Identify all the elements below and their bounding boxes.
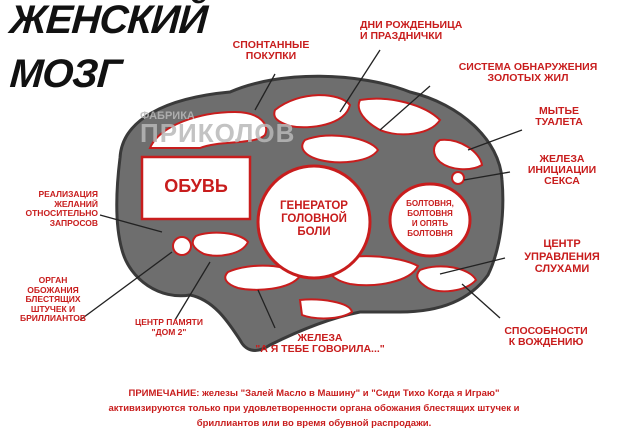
footnote-line-2: активизируются только при удовлетворенно… xyxy=(108,403,520,414)
label-birthdays: ДНИ РОЖДЕНЬИЦА И ПРАЗДНИЧКИ xyxy=(360,19,463,42)
watermark-top: ФАБРИКА xyxy=(140,110,195,122)
label-dom2: ЦЕНТР ПАМЯТИ "ДОМ 2" xyxy=(135,317,203,337)
small-gland-left xyxy=(172,236,192,256)
label-wash: МЫТЬЕ ТУАЛЕТА xyxy=(535,105,583,128)
small-gland-right xyxy=(451,171,465,185)
label-told-you: ЖЕЛЕЗА "А Я ТЕБЕ ГОВОРИЛА..." xyxy=(255,332,385,355)
label-wishes: РЕАЛИЗАЦИЯ ЖЕЛАНИЙ ОТНОСИТЕЛЬНО ЗАПРОСОВ xyxy=(25,189,99,228)
lobe-top-right xyxy=(357,97,442,136)
lobe-bottom-left xyxy=(191,231,250,257)
footnote-line-1: ПРИМЕЧАНИЕ: железы "Залей Масло в Машину… xyxy=(128,388,500,399)
watermark-main: ПРИКОЛОВ xyxy=(140,118,296,148)
lobe-right-a xyxy=(433,138,484,171)
watermark: ФАБРИКА ПРИКОЛОВ xyxy=(140,110,296,149)
title-line-1: ЖЕНСКИЙ xyxy=(8,0,209,42)
lobe-mid-a xyxy=(301,134,380,164)
lobe-top-left xyxy=(148,110,268,149)
chatter-label: БОЛТОВНЯ, БОЛТОВНЯ И ОПЯТЬ БОЛТОВНЯ xyxy=(406,199,454,238)
headache-label: ГЕНЕРАТОР ГОЛОВНОЙ БОЛИ xyxy=(280,200,348,238)
shoes-region xyxy=(140,155,252,221)
lobe-bottom-c xyxy=(416,265,478,293)
footnote-line-3: бриллиантов или во время обувной распрод… xyxy=(196,418,432,429)
chatter-region xyxy=(388,182,472,258)
label-gold: СИСТЕМА ОБНАРУЖЕНИЯ ЗОЛОТЫХ ЖИЛ xyxy=(458,61,598,84)
lobe-top-mid xyxy=(273,94,352,129)
label-sex: ЖЕЛЕЗА ИНИЦИАЦИИ СЕКСА xyxy=(527,153,597,187)
lobe-bottom-a xyxy=(224,264,302,291)
shoes-label: ОБУВЬ xyxy=(164,176,228,196)
lobe-tail xyxy=(298,298,354,320)
label-spontaneous: СПОНТАННЫЕ ПОКУПКИ xyxy=(232,39,310,62)
label-jewels: ОРГАН ОБОЖАНИЯ БЛЕСТЯЩИХ ШТУЧЕК И БРИЛЛИ… xyxy=(20,275,86,323)
label-driving: СПОСОБНОСТИ К ВОЖДЕНИЮ xyxy=(504,325,588,348)
footnote: ПРИМЕЧАНИЕ: железы "Залей Масло в Машину… xyxy=(30,386,598,431)
label-rumors: ЦЕНТР УПРАВЛЕНИЯ СЛУХАМИ xyxy=(524,238,600,275)
title-line-2: МОЗГ xyxy=(8,52,123,96)
pointer-lines xyxy=(79,49,523,329)
headache-region xyxy=(256,164,372,280)
